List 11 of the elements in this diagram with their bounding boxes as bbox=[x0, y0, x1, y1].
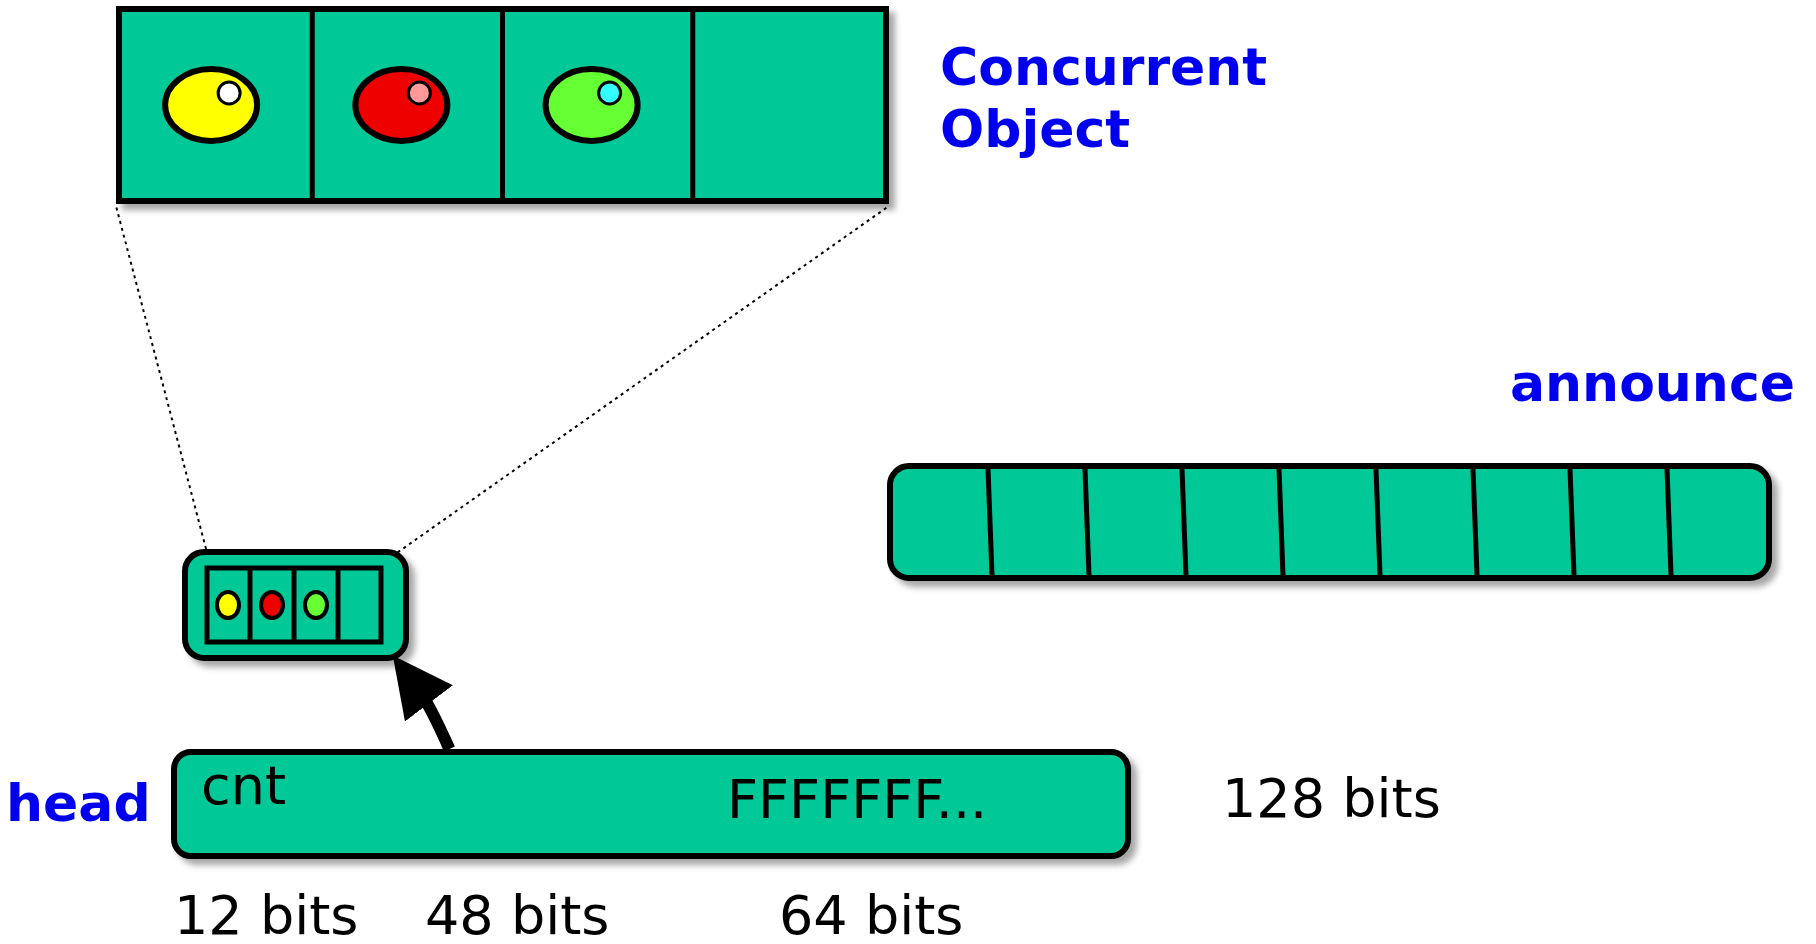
title-label: Concurrent Object bbox=[940, 36, 1269, 160]
field-text: FFFFFFF... bbox=[727, 769, 988, 831]
bit-width-label: 64 bits bbox=[779, 885, 964, 944]
bit-width-label: 12 bits bbox=[174, 885, 359, 944]
bit-width-label: 48 bits bbox=[425, 885, 610, 944]
dotted-line bbox=[396, 205, 890, 554]
bit-width-label: 128 bits bbox=[1222, 768, 1441, 830]
field-text: cnt bbox=[201, 755, 287, 817]
field-label: head bbox=[6, 772, 151, 834]
dotted-line bbox=[115, 205, 208, 550]
array-label: announce bbox=[1510, 352, 1795, 414]
